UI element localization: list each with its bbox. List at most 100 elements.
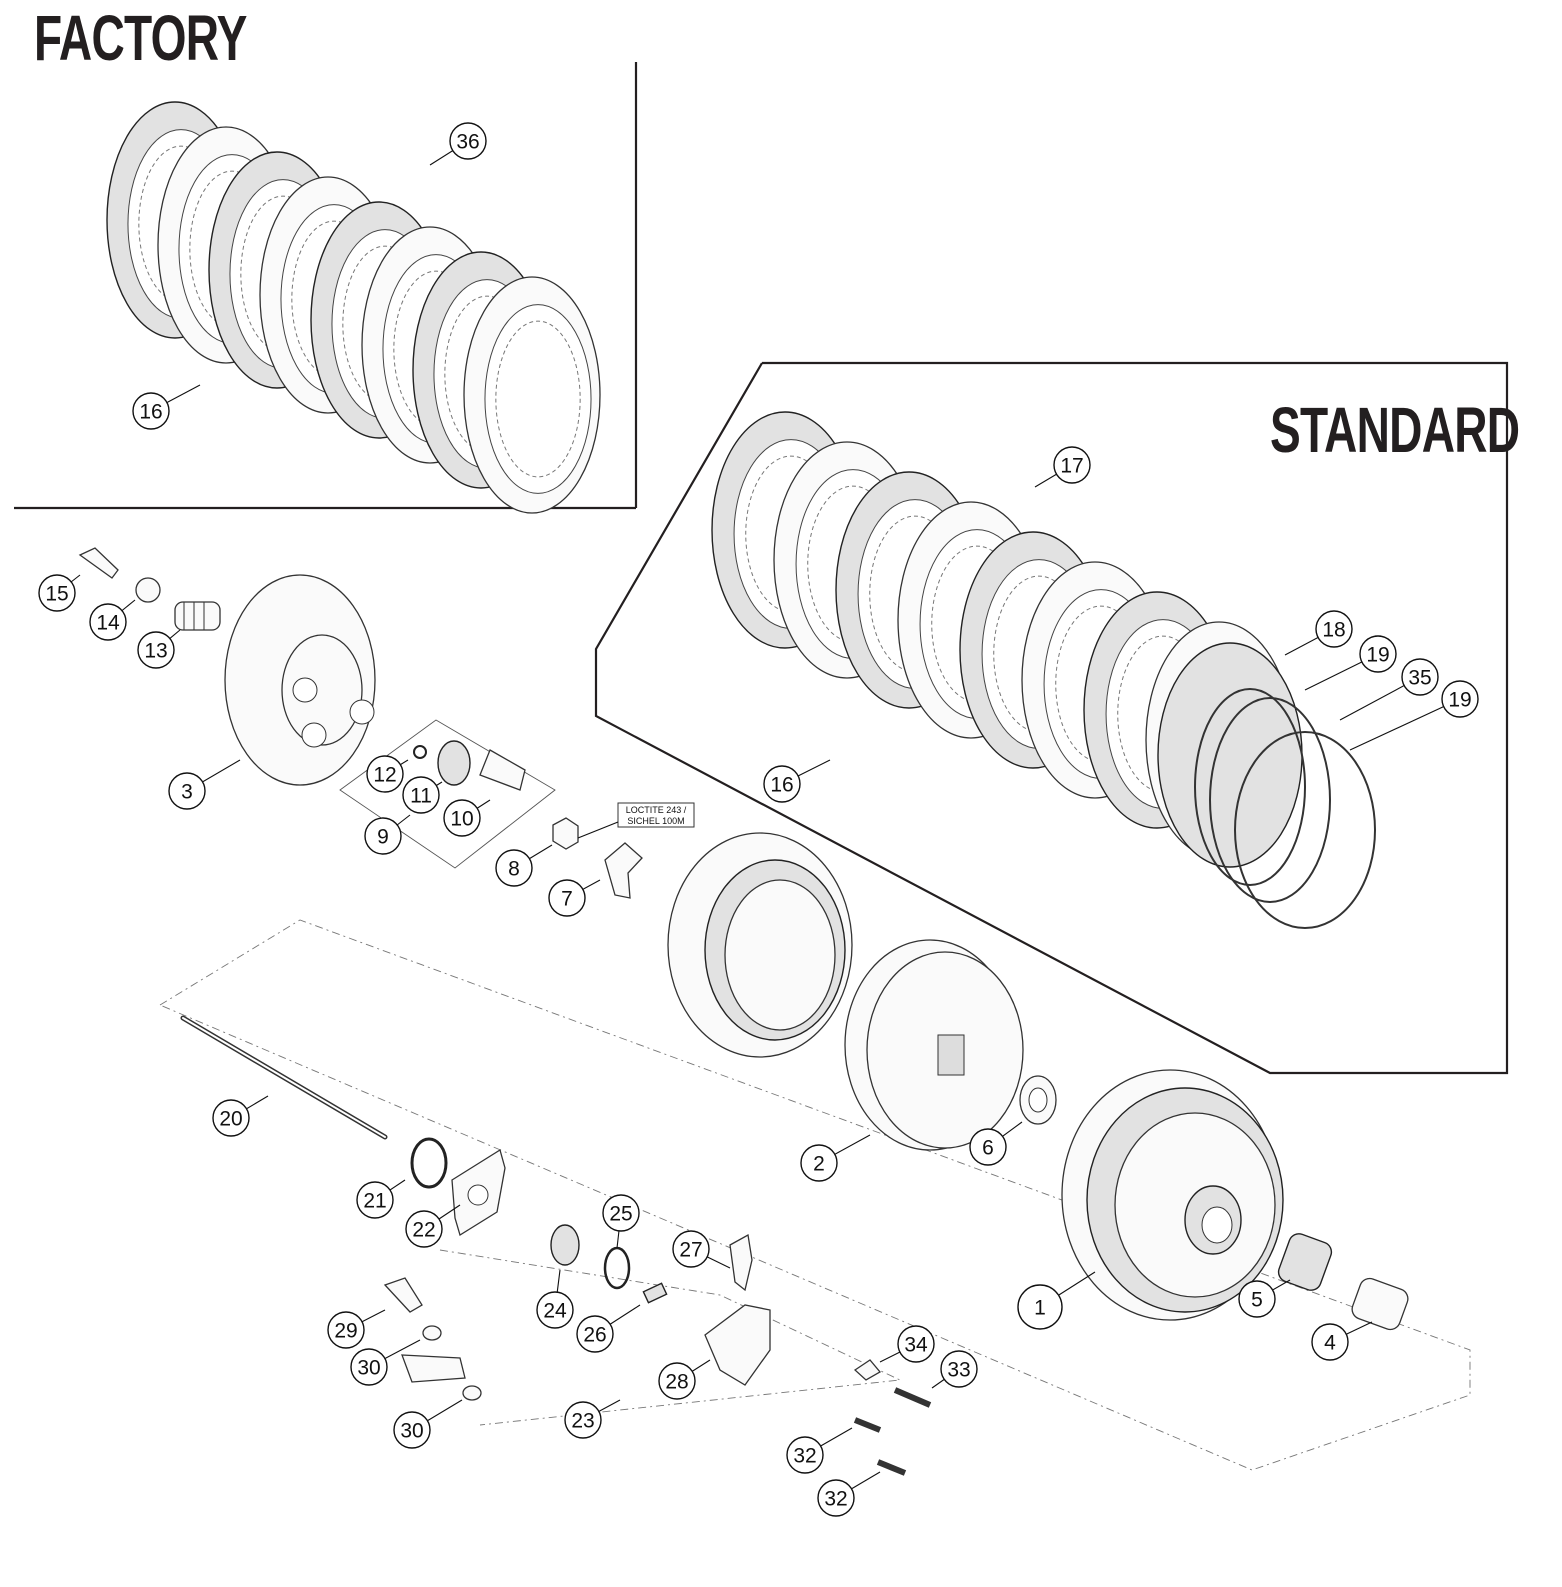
callout-30: 30 bbox=[350, 1339, 421, 1386]
callout-32: 32 bbox=[817, 1471, 881, 1517]
callout-number: 29 bbox=[334, 1320, 357, 1343]
clutch-basket bbox=[1061, 1069, 1284, 1321]
callout-23: 23 bbox=[564, 1399, 621, 1439]
callout-number: 27 bbox=[679, 1239, 702, 1262]
standard-frame bbox=[594, 361, 1509, 1075]
callout-circle bbox=[350, 1348, 388, 1386]
callout-1: 1 bbox=[1017, 1271, 1096, 1330]
callout-7: 7 bbox=[548, 879, 601, 917]
callout-9: 9 bbox=[364, 814, 411, 855]
callout-circle bbox=[89, 603, 127, 641]
callout-19: 19 bbox=[1349, 680, 1479, 751]
callout-number: 11 bbox=[410, 785, 432, 808]
callout-circle bbox=[1441, 680, 1479, 718]
callout-13: 13 bbox=[137, 629, 181, 669]
callout-4: 4 bbox=[1311, 1321, 1373, 1361]
callout-number: 10 bbox=[450, 808, 473, 831]
callout-leader bbox=[1349, 698, 1461, 751]
callout-number: 36 bbox=[456, 131, 479, 154]
callout-8: 8 bbox=[495, 844, 553, 887]
callout-14: 14 bbox=[89, 599, 136, 641]
callout-number: 26 bbox=[583, 1324, 606, 1347]
callout-circle bbox=[1401, 658, 1439, 696]
callout-circle bbox=[356, 1181, 394, 1219]
callout-3: 3 bbox=[168, 759, 241, 810]
clutch-plate-pack bbox=[667, 832, 853, 1058]
clutch-ring bbox=[1234, 731, 1376, 929]
callout-circle bbox=[940, 1350, 978, 1388]
callout-19: 19 bbox=[1304, 635, 1397, 691]
callout-number: 33 bbox=[947, 1359, 970, 1382]
callout-circle bbox=[449, 122, 487, 160]
callout-circle bbox=[364, 817, 402, 855]
callout-number: 22 bbox=[412, 1219, 435, 1242]
spring bbox=[174, 601, 221, 631]
callout-circle bbox=[212, 1099, 250, 1137]
callout-number: 21 bbox=[363, 1190, 386, 1213]
callout-number: 14 bbox=[96, 612, 120, 635]
callout-number: 4 bbox=[1324, 1332, 1336, 1355]
callout-number: 8 bbox=[508, 858, 520, 881]
callout-number: 34 bbox=[904, 1334, 928, 1357]
standard-clutch-plate-stack bbox=[711, 411, 1376, 929]
callout-circle bbox=[443, 799, 481, 837]
callout-36: 36 bbox=[429, 122, 487, 166]
standard-section-title: STANDARD bbox=[1270, 394, 1520, 466]
clutch-ring bbox=[1157, 642, 1303, 868]
clutch-ring bbox=[1194, 688, 1306, 886]
callout-circle bbox=[137, 631, 175, 669]
callout-11: 11 bbox=[402, 776, 443, 814]
callout-number: 28 bbox=[665, 1371, 688, 1394]
callout-20: 20 bbox=[212, 1095, 269, 1137]
callout-number: 3 bbox=[181, 781, 193, 804]
callout-circle bbox=[1315, 610, 1353, 648]
o-ring-small bbox=[603, 1246, 631, 1290]
callout-33: 33 bbox=[931, 1350, 978, 1389]
callout-circle bbox=[817, 1479, 855, 1517]
callout-circle bbox=[168, 772, 206, 810]
callout-number: 23 bbox=[571, 1410, 594, 1433]
note-line-2: SICHEL 100M bbox=[627, 816, 684, 826]
pressure-plate bbox=[224, 574, 376, 786]
callout-21: 21 bbox=[356, 1179, 406, 1219]
callout-5: 5 bbox=[1238, 1279, 1291, 1318]
o-ring bbox=[410, 1137, 448, 1189]
callout-17: 17 bbox=[1034, 446, 1091, 488]
clutch-parts bbox=[78, 547, 1471, 1476]
callout-28: 28 bbox=[658, 1359, 711, 1400]
callout-number: 25 bbox=[609, 1203, 632, 1226]
callout-circle bbox=[393, 1411, 431, 1449]
callout-26: 26 bbox=[576, 1304, 641, 1353]
callout-circle bbox=[576, 1315, 614, 1353]
callout-number: 1 bbox=[1034, 1297, 1046, 1320]
callout-circle bbox=[405, 1210, 443, 1248]
note-line-1: LOCTITE 243 / bbox=[626, 805, 687, 815]
callout-number: 19 bbox=[1366, 644, 1389, 667]
callout-32: 32 bbox=[786, 1427, 853, 1474]
callout-16: 16 bbox=[763, 759, 831, 803]
callout-circle bbox=[327, 1311, 365, 1349]
callout-circle bbox=[602, 1194, 640, 1232]
callout-16: 16 bbox=[132, 384, 201, 430]
callout-circle bbox=[1359, 635, 1397, 673]
callout-circle bbox=[564, 1401, 602, 1439]
callout-number: 30 bbox=[357, 1357, 380, 1380]
callout-10: 10 bbox=[443, 799, 491, 837]
callout-circle bbox=[763, 765, 801, 803]
callout-number: 17 bbox=[1060, 455, 1083, 478]
inner-hub bbox=[844, 939, 1024, 1151]
callout-number: 7 bbox=[561, 888, 573, 911]
callout-circle bbox=[786, 1436, 824, 1474]
callout-number: 6 bbox=[982, 1137, 994, 1160]
callout-circle bbox=[548, 879, 586, 917]
callout-circle bbox=[1053, 446, 1091, 484]
callout-number: 2 bbox=[813, 1153, 825, 1176]
factory-clutch-plate-stack bbox=[106, 101, 601, 514]
callout-circle bbox=[536, 1291, 574, 1329]
callout-circle bbox=[38, 574, 76, 612]
callout-circle bbox=[1238, 1280, 1276, 1318]
callout-35: 35 bbox=[1339, 658, 1439, 721]
callout-labels: 1234567891011121314151616171819192021222… bbox=[38, 122, 1479, 1517]
callout-number: 20 bbox=[219, 1108, 242, 1131]
